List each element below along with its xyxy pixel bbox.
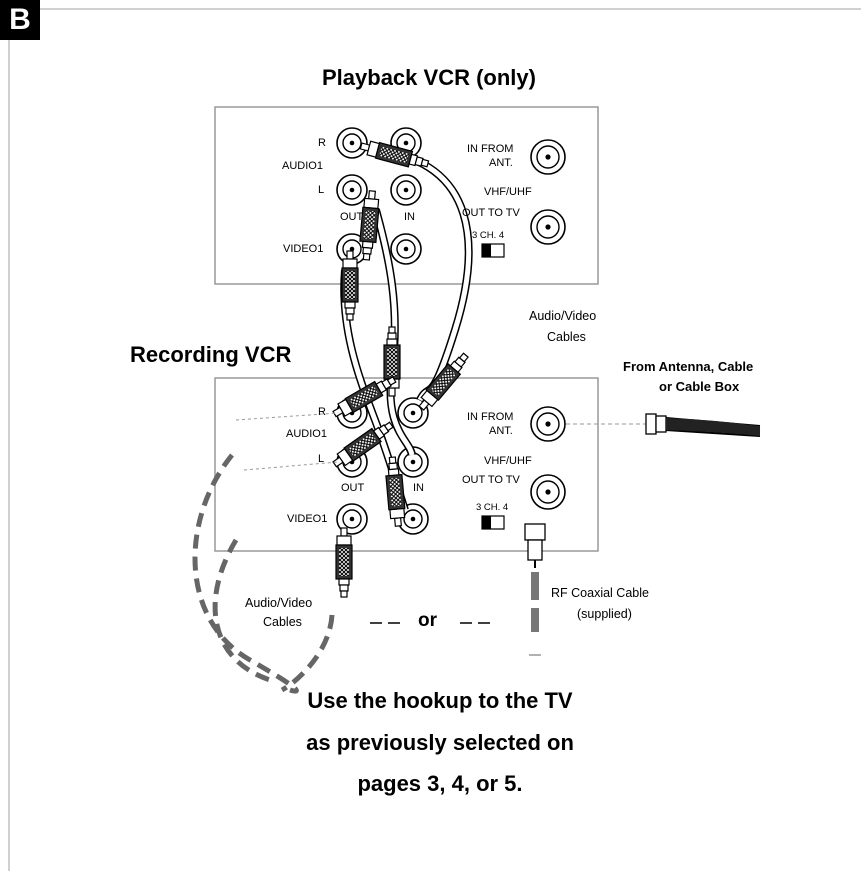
recording-vhf-label: VHF/UHF (484, 455, 532, 467)
section-badge: B (0, 0, 40, 40)
playback-out-label: OUT (340, 211, 364, 223)
or-label: or (418, 610, 437, 631)
antenna-label-2: or Cable Box (659, 379, 740, 394)
playback-tv-out-jack (530, 209, 566, 245)
footer-line-1: Use the hookup to the TV (307, 688, 573, 713)
antenna-label-1: From Antenna, Cable (623, 359, 754, 374)
playback-ant-label: ANT. (489, 157, 513, 169)
playback-vcr-title: Playback VCR (only) (322, 65, 536, 90)
playback-video-label: VIDEO1 (283, 243, 324, 255)
footer-line-3: pages 3, 4, or 5. (357, 771, 523, 796)
recording-ant-in-jack (530, 406, 566, 442)
frame-left (8, 8, 10, 871)
recording-l-label: L (318, 453, 325, 465)
playback-audio-l-out-jack (336, 174, 368, 206)
rf-cable-label-1: RF Coaxial Cable (551, 586, 649, 600)
output-cables-dashed (192, 453, 335, 694)
playback-l-label: L (318, 184, 325, 196)
playback-r-label: R (318, 137, 326, 149)
recording-r-label: R (318, 406, 326, 418)
frame-top (8, 8, 861, 10)
av-cables-top-label-1: Audio/Video (529, 309, 597, 323)
recording-in-from-label: IN FROM (467, 411, 514, 423)
recording-in-label: IN (413, 482, 424, 494)
av-cables-top-label-2: Cables (547, 330, 586, 344)
rf-cable-label-2: (supplied) (577, 607, 632, 621)
rca-plug (335, 527, 353, 598)
antenna-cable (645, 413, 761, 437)
playback-vhf-label: VHF/UHF (484, 186, 532, 198)
playback-in-label: IN (404, 211, 415, 223)
playback-ch-label: 3 CH. 4 (472, 230, 505, 241)
playback-audio-label: AUDIO1 (282, 160, 323, 172)
playback-video-in-jack (390, 233, 422, 265)
recording-vcr-title: Recording VCR (130, 342, 292, 367)
recording-out-to-tv-label: OUT TO TV (462, 474, 520, 486)
recording-ant-label: ANT. (489, 425, 513, 437)
playback-out-to-tv-label: OUT TO TV (462, 207, 520, 219)
playback-audio-l-in-jack (390, 174, 422, 206)
footer-line-2: as previously selected on (306, 730, 574, 755)
recording-tv-out-jack (530, 474, 566, 510)
recording-ch-label: 3 CH. 4 (476, 502, 509, 513)
av-cables-bottom-label-1: Audio/Video (245, 596, 313, 610)
av-cables-bottom-label-2: Cables (263, 615, 302, 629)
playback-in-from-label: IN FROM (467, 143, 514, 155)
playback-ant-in-jack (530, 139, 566, 175)
recording-video-label: VIDEO1 (287, 513, 328, 525)
recording-audio-label: AUDIO1 (286, 428, 327, 440)
recording-out-label: OUT (341, 482, 365, 494)
rf-coaxial-cable (524, 523, 546, 656)
